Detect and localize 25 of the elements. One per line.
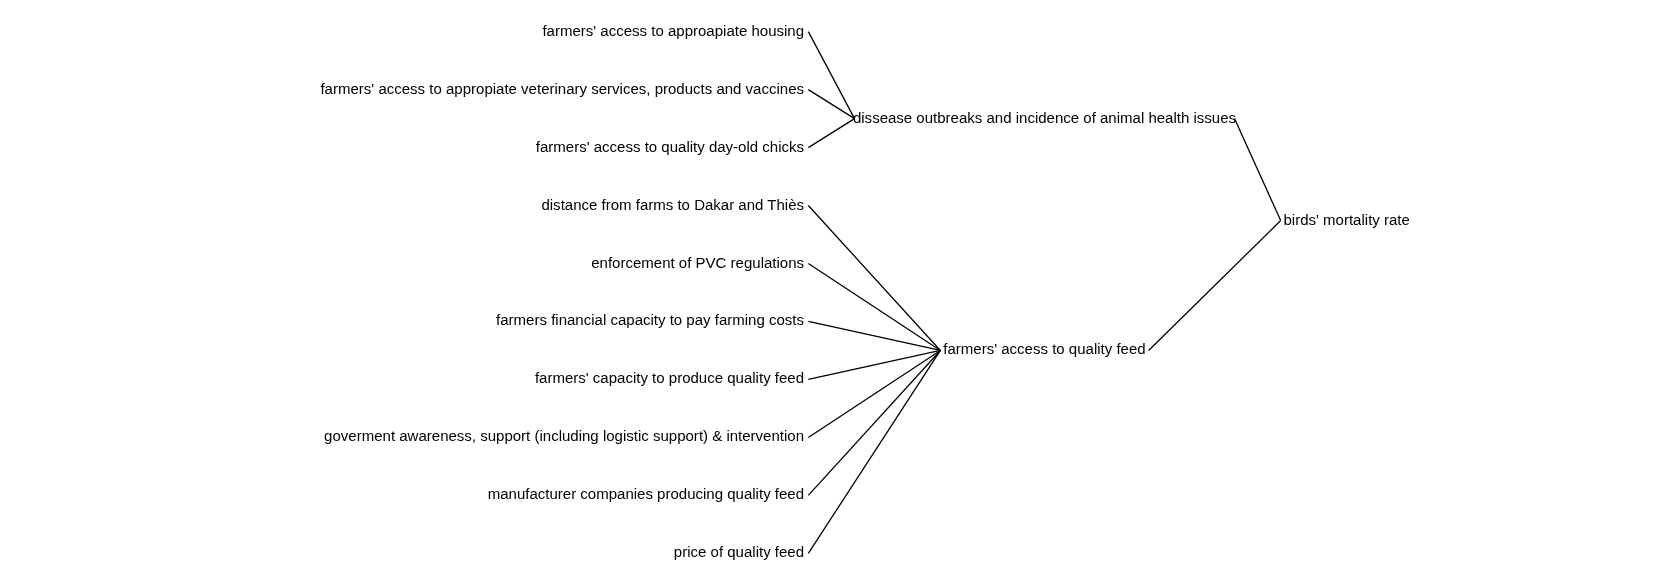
connector [807, 262, 941, 352]
connector [807, 320, 941, 352]
node-text: farmers' access to quality day-old chicks [535, 137, 804, 155]
node-text: distance from farms to Dakar and Thiès [540, 195, 804, 213]
connector [807, 204, 941, 352]
connector [807, 349, 941, 439]
node-text: enforcement of PVC regulations [590, 253, 804, 271]
node-text: farmers' access to quality feed [942, 340, 1146, 358]
node-text: manufacturer companies producing quality feed [487, 485, 804, 503]
connector [807, 349, 941, 381]
node-text: goverment awareness, support (including logistic support) & intervention [323, 427, 804, 445]
connector [807, 117, 855, 149]
node-text: birds' mortality rate [1283, 210, 1410, 228]
connector [807, 349, 941, 497]
node-text: farmers' access to appropiate veterinary services, products and vaccines [319, 79, 804, 97]
connector [1147, 219, 1281, 352]
node-text: dissease outbreaks and incidence of animal health issues [852, 108, 1236, 126]
connector [1233, 117, 1281, 222]
node-text: farmers financial capacity to pay farming costs [495, 311, 804, 329]
connector [807, 31, 855, 120]
connector [807, 88, 855, 120]
node-text: farmers' capacity to produce quality feed [534, 369, 804, 387]
node-text: farmers' access to approapiate housing [541, 21, 804, 39]
connector [807, 349, 941, 554]
node-text: price of quality feed [673, 543, 804, 561]
